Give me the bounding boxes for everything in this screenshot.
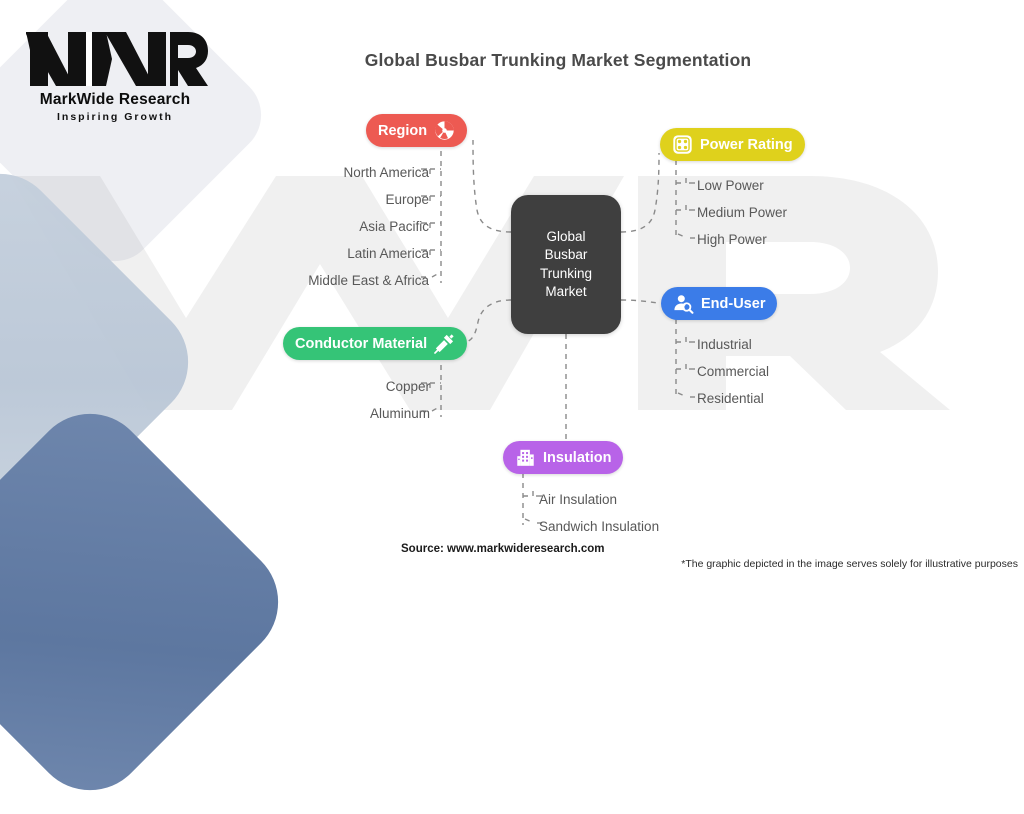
leaf-item: Europe xyxy=(385,191,429,207)
tick-enduser-2 xyxy=(677,392,688,398)
grid-dots-icon xyxy=(672,134,693,155)
tick-conductor-1 xyxy=(431,405,442,412)
logo-company-name: MarkWide Research xyxy=(39,91,191,108)
page-title-text: Global Busbar Trunking Market Segmentati… xyxy=(364,50,752,70)
leaf-item: Latin America xyxy=(347,245,429,261)
tick-region-4 xyxy=(431,271,442,278)
branch-label-conductor-material: Conductor Material xyxy=(295,335,428,352)
leaf-item: Industrial xyxy=(697,336,752,352)
branch-pill-region[interactable]: Region xyxy=(366,114,468,147)
connector-power xyxy=(620,152,660,233)
leaf-item: Copper xyxy=(385,378,430,394)
page-title: Global Busbar Trunking Market Segmentati… xyxy=(0,50,1024,71)
leaf-list-conductor-material: Copper Aluminum xyxy=(0,373,430,427)
leaf-item: Commercial xyxy=(697,363,770,379)
branch-pill-conductor-material[interactable]: Conductor Material xyxy=(283,327,468,360)
branch-label-end-user: End-User xyxy=(701,295,766,312)
center-line-4: Market xyxy=(545,284,587,299)
globe-icon xyxy=(434,120,455,141)
tick-region-0 xyxy=(429,168,441,175)
center-line-2: Busbar xyxy=(544,247,588,262)
center-line-1: Global xyxy=(546,228,586,244)
leaf-item: Residential xyxy=(697,390,764,406)
branch-label-power-rating: Power Rating xyxy=(700,136,793,153)
connector-conductor xyxy=(458,299,512,344)
branch-label-region: Region xyxy=(378,122,428,139)
leaf-item: Low Power xyxy=(697,177,764,193)
leaf-item: Sandwich Insulation xyxy=(539,518,660,534)
leaf-list-power-rating: Low Power Medium Power High Power xyxy=(697,172,787,253)
leaf-list-insulation: Air Insulation Sandwich Insulation xyxy=(539,486,659,540)
source-text: Source: www.markwideresearch.com xyxy=(401,543,605,555)
tick-region-2 xyxy=(429,222,441,229)
leaf-item: Air Insulation xyxy=(539,491,618,507)
tick-enduser-1 xyxy=(676,363,687,370)
tick-insulation-0 xyxy=(523,490,534,497)
connector-enduser xyxy=(620,299,660,304)
tick-region-1 xyxy=(429,195,441,202)
branch-pill-end-user[interactable]: End-User xyxy=(661,287,778,320)
decorative-square-dark xyxy=(0,389,303,814)
center-line-3: Trunking xyxy=(539,265,593,281)
tick-power-2 xyxy=(677,233,688,239)
brand-logo: MarkWide Research Inspiring Growth xyxy=(22,28,222,123)
user-search-icon xyxy=(673,293,694,314)
tick-power-0 xyxy=(676,177,687,184)
tick-enduser-0 xyxy=(676,336,687,343)
branch-label-insulation: Insulation xyxy=(543,449,612,466)
leaf-item: Aluminum xyxy=(369,405,430,421)
branch-pill-insulation[interactable]: Insulation xyxy=(503,441,624,474)
logo-tagline: Inspiring Growth xyxy=(57,111,173,123)
leaf-item: High Power xyxy=(697,231,767,247)
plug-connector-icon xyxy=(434,333,455,354)
leaf-item: Medium Power xyxy=(697,204,788,220)
branch-pill-power-rating[interactable]: Power Rating xyxy=(660,128,805,161)
tick-power-1 xyxy=(676,204,687,211)
building-icon xyxy=(515,447,536,468)
mwr-monogram-icon xyxy=(26,32,208,86)
leaf-list-end-user: Industrial Commercial Residential xyxy=(697,331,769,412)
center-node: Global Busbar Trunking Market xyxy=(511,195,621,334)
leaf-list-region: North America Europe Asia Pacific Latin … xyxy=(0,159,429,294)
connector-region xyxy=(472,139,512,233)
leaf-item: Middle East & Africa xyxy=(308,272,429,288)
center-node-label: Global Busbar Trunking Market xyxy=(540,228,592,302)
disclaimer-text: *The graphic depicted in the image serve… xyxy=(681,558,1018,570)
tick-insulation-1 xyxy=(524,518,535,524)
leaf-item: Asia Pacific xyxy=(359,218,429,234)
tick-region-3 xyxy=(429,249,441,256)
tick-conductor-0 xyxy=(429,382,441,389)
leaf-item: North America xyxy=(343,164,429,180)
